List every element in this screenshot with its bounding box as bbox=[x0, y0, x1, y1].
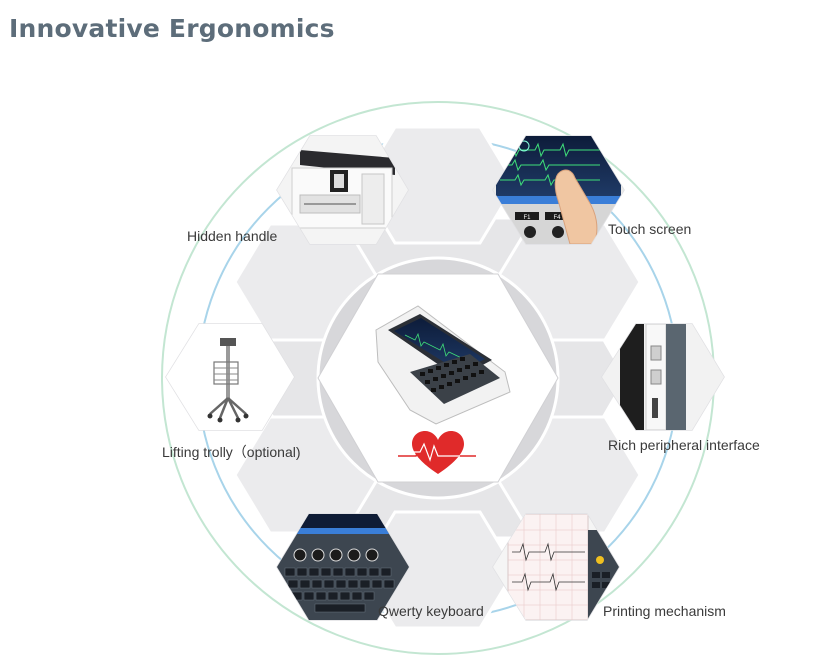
label-peripheral-interface: Rich peripheral interface bbox=[608, 437, 760, 453]
qwerty-keyboard-image bbox=[277, 514, 409, 620]
label-printing-mechanism: Printing mechanism bbox=[603, 603, 726, 619]
label-lifting-trolly: Lifting trolly（optional) bbox=[162, 444, 301, 460]
ecg-device-image bbox=[375, 305, 511, 425]
heartbeat-heart-icon bbox=[398, 431, 476, 474]
label-touch-screen: Touch screen bbox=[608, 221, 692, 237]
touch-key-f4: F4 bbox=[553, 215, 561, 221]
page-title: Innovative Ergonomics bbox=[9, 14, 335, 43]
peripheral-interface-image bbox=[602, 324, 724, 430]
label-hidden-handle: Hidden handle bbox=[187, 228, 278, 244]
label-qwerty-keyboard: Qwerty keyboard bbox=[378, 603, 484, 619]
touch-key-f1: F1 bbox=[523, 215, 531, 221]
